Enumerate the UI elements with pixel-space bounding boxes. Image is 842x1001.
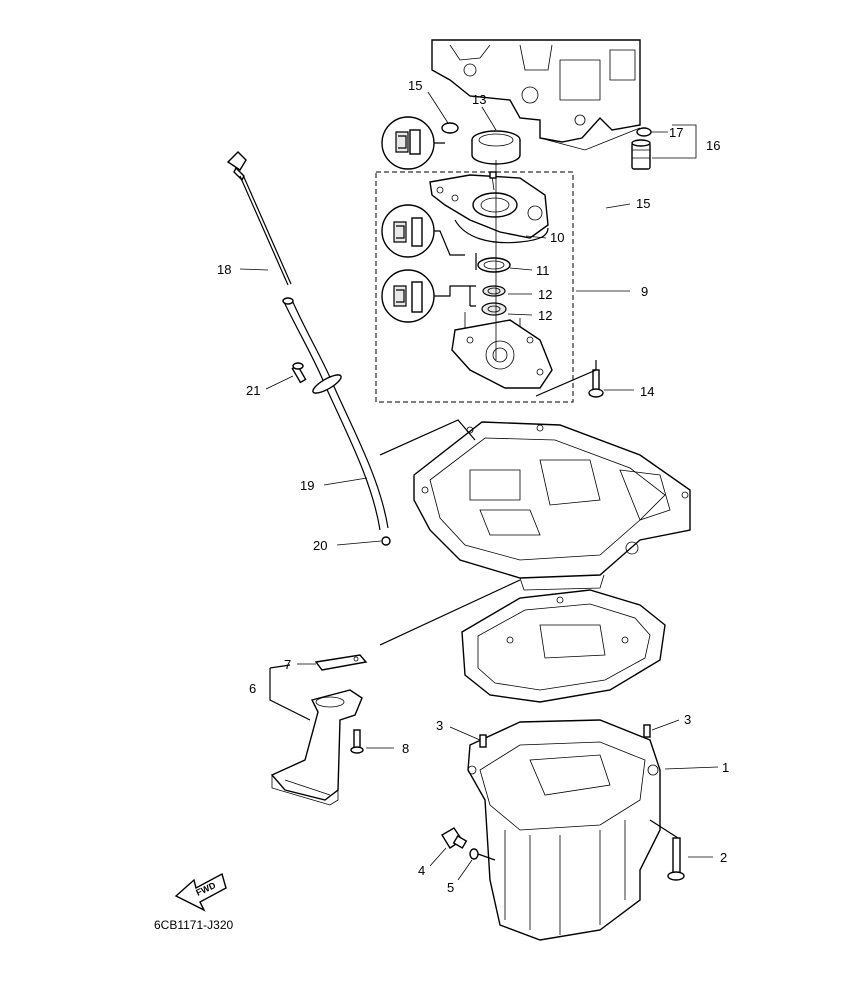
- callout-4: 4: [418, 863, 425, 878]
- oil-strainer-gasket-7: [314, 654, 368, 671]
- dipstick-guide-19: [282, 297, 389, 531]
- engine-block-drawing: [431, 39, 641, 151]
- leader-lines: [239, 91, 719, 881]
- callout-7: 7: [284, 657, 291, 672]
- seal-detail-inset-bottom: [381, 269, 435, 323]
- dowel-pin-16: [631, 139, 651, 170]
- o-ring-17: [636, 127, 652, 137]
- callout-3-left: 3: [436, 718, 443, 733]
- bolt-3-right: [643, 724, 651, 738]
- callout-2: 2: [720, 850, 727, 865]
- callout-1: 1: [722, 760, 729, 775]
- callout-11: 11: [536, 263, 550, 278]
- casing-gasket: [461, 589, 666, 703]
- oil-strainer-6: [270, 689, 363, 806]
- callout-9: 9: [641, 284, 648, 299]
- dipstick-18: [226, 151, 292, 286]
- callout-5: 5: [447, 880, 454, 895]
- callout-6: 6: [249, 681, 256, 696]
- drain-plug-4: [441, 827, 468, 849]
- callout-16: 16: [706, 138, 720, 153]
- callout-15-right: 15: [636, 196, 650, 211]
- callout-labels: 15 13 17 16 15 10 11 12 9 12 14 18 21 19…: [217, 78, 729, 895]
- o-ring-20: [381, 536, 391, 546]
- callout-3-right: 3: [684, 712, 691, 727]
- bolt-8: [350, 729, 364, 754]
- bolt-14: [588, 369, 604, 398]
- callout-19: 19: [300, 478, 314, 493]
- oil-seal-13: [471, 130, 521, 165]
- callout-12-lower: 12: [538, 308, 552, 323]
- callout-8: 8: [402, 741, 409, 756]
- fwd-arrow-icon: FWD: [174, 872, 227, 912]
- oil-seal-12-lower: [481, 302, 507, 316]
- callout-12-upper: 12: [538, 287, 552, 302]
- callout-14: 14: [640, 384, 654, 399]
- callout-15-top: 15: [408, 78, 422, 93]
- callout-13: 13: [472, 92, 486, 107]
- oil-pan-1: [467, 719, 661, 941]
- callout-18: 18: [217, 262, 231, 277]
- bolt-3-left: [479, 734, 487, 748]
- bolt-21: [291, 362, 307, 384]
- seal-detail-inset-middle: [381, 204, 435, 258]
- callout-20: 20: [313, 538, 327, 553]
- exhaust-guide-casing: [413, 421, 691, 591]
- assembly-box-9: [375, 171, 574, 403]
- o-ring-15-top: [441, 122, 459, 134]
- gasket-10: [454, 219, 549, 244]
- oil-seal-11: [477, 257, 511, 273]
- seal-detail-inset-top: [381, 116, 435, 170]
- callout-21: 21: [246, 383, 260, 398]
- diagram-code: 6CB1171-J320: [154, 918, 233, 932]
- callout-17: 17: [669, 125, 683, 140]
- bolt-2: [667, 837, 685, 881]
- lower-pump-housing: [451, 312, 553, 389]
- gasket-5: [469, 848, 479, 860]
- oil-seal-12-upper: [482, 285, 506, 297]
- callout-10: 10: [550, 230, 564, 245]
- upper-cover-plate: [429, 171, 549, 239]
